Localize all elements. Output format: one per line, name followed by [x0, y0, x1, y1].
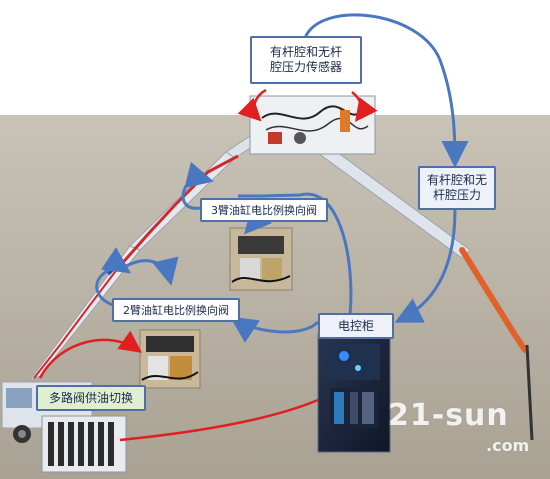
label-rod-chamber-pressure: 有杆腔和无 杆腔压力 — [418, 166, 496, 210]
arrow-multiway-to-cabinet — [119, 398, 319, 442]
signal-arrows — [95, 13, 469, 343]
hydraulic-arrows — [38, 88, 378, 442]
label-control-cabinet: 电控柜 — [318, 313, 394, 339]
watermark-domain: .com — [486, 436, 530, 455]
arrow-sensor-to-head — [237, 88, 267, 122]
arrow-pressure-to-cabinet — [394, 209, 457, 323]
arm2-valve-photo — [139, 329, 201, 389]
label-multiway-valve: 多路阀供油切换 — [36, 385, 146, 411]
label-rod-chamber-sensor: 有杆腔和无杆 腔压力传感器 — [250, 36, 362, 84]
boom-head-photo — [249, 95, 376, 155]
arrow-sensor-to-pressure — [303, 13, 469, 168]
control-cabinet-photo — [317, 333, 391, 453]
watermark-logo: 21-sun — [388, 398, 509, 433]
arrow-cabinet-to-arm3 — [259, 192, 353, 316]
arm3-valve-photo — [229, 227, 293, 291]
multiway-valve-photo — [41, 415, 127, 473]
arrow-multiway-to-arm2 — [38, 330, 143, 379]
arrow-cabinet-to-arm2 — [230, 316, 320, 343]
arrow-arm3-loop — [181, 161, 214, 210]
label-arm2-valve: 2臂油缸电比例换向阀 — [112, 298, 240, 322]
arrow-arm2-loop — [95, 247, 131, 308]
label-arm3-valve: 3臂油缸电比例换向阀 — [200, 198, 328, 222]
